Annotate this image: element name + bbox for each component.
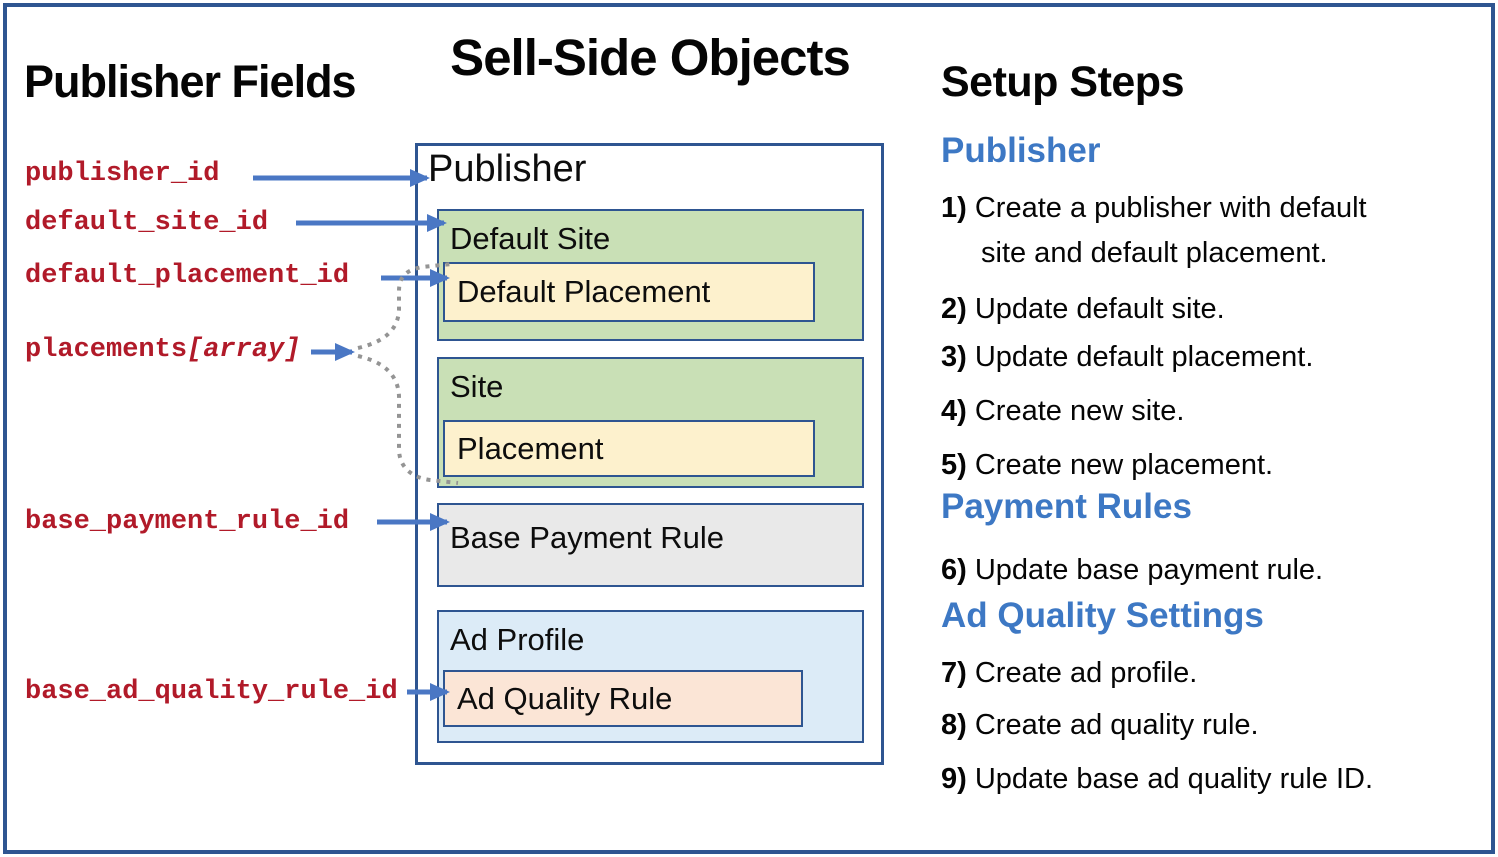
default-placement-label: Default Placement xyxy=(457,274,711,309)
step-text: Update base payment rule. xyxy=(974,554,1324,586)
placement-label: Placement xyxy=(457,430,604,466)
ad-profile-box: Ad Profile Ad Quality Rule xyxy=(437,610,864,743)
step-text: Create ad profile. xyxy=(974,657,1198,689)
setup-step-4: 4) Create new site. xyxy=(941,389,1419,434)
base-payment-rule-label: Base Payment Rule xyxy=(450,520,724,555)
step-text: Create a publisher with default site and… xyxy=(974,192,1367,269)
publisher-object-box: Publisher Default Site Default Placement… xyxy=(415,143,884,765)
field-base-ad-quality-rule-id: base_ad_quality_rule_id xyxy=(25,676,398,708)
step-number: 6) xyxy=(941,554,967,586)
step-text: Create ad quality rule. xyxy=(974,709,1259,741)
placement-box: Placement xyxy=(443,420,815,477)
section-heading-payment-rules: Payment Rules xyxy=(941,487,1192,526)
step-number: 3) xyxy=(941,341,967,373)
base-payment-rule-box: Base Payment Rule xyxy=(437,503,864,587)
field-default-site-id: default_site_id xyxy=(25,207,268,239)
default-site-label: Default Site xyxy=(450,221,611,256)
field-base-payment-rule-id: base_payment_rule_id xyxy=(25,506,349,538)
step-text: Update base ad quality rule ID. xyxy=(974,763,1374,795)
step-number: 8) xyxy=(941,709,967,741)
setup-step-1: 1) Create a publisher with default site … xyxy=(941,186,1419,276)
field-label: publisher_id xyxy=(25,159,220,189)
field-array-suffix: [array] xyxy=(187,335,301,365)
publisher-object-label: Publisher xyxy=(428,148,587,190)
sell-side-objects-title: Sell-Side Objects xyxy=(450,29,851,86)
section-heading-publisher: Publisher xyxy=(941,131,1101,170)
publisher-fields-title: Publisher Fields xyxy=(24,56,357,107)
step-text: Create new placement. xyxy=(974,449,1274,481)
site-label: Site xyxy=(450,369,504,404)
step-number: 7) xyxy=(941,657,967,689)
default-site-box: Default Site Default Placement xyxy=(437,209,864,341)
field-default-placement-id: default_placement_id xyxy=(25,260,349,292)
field-publisher-id: publisher_id xyxy=(25,158,219,190)
step-number: 5) xyxy=(941,449,967,481)
setup-step-5: 5) Create new placement. xyxy=(941,443,1419,488)
setup-step-2: 2) Update default site. xyxy=(941,287,1419,332)
step-number: 1) xyxy=(941,192,967,224)
step-number: 9) xyxy=(941,763,967,795)
ad-quality-rule-label: Ad Quality Rule xyxy=(457,680,673,716)
setup-step-6: 6) Update base payment rule. xyxy=(941,548,1419,593)
site-box: Site Placement xyxy=(437,357,864,488)
field-label: base_payment_rule_id xyxy=(25,507,350,537)
setup-step-9: 9) Update base ad quality rule ID. xyxy=(941,757,1419,802)
step-text: Update default site. xyxy=(974,293,1225,325)
default-placement-box: Default Placement xyxy=(443,262,815,322)
step-number: 2) xyxy=(941,293,967,325)
setup-step-7: 7) Create ad profile. xyxy=(941,651,1419,696)
field-label: default_placement_id xyxy=(25,261,350,291)
ad-quality-rule-box: Ad Quality Rule xyxy=(443,670,803,727)
step-text: Update default placement. xyxy=(974,341,1314,373)
step-text: Create new site. xyxy=(974,395,1185,427)
setup-step-3: 3) Update default placement. xyxy=(941,335,1419,380)
field-placements-array: placements[array] xyxy=(25,334,300,366)
field-label: default_site_id xyxy=(25,208,269,238)
field-label: base_ad_quality_rule_id xyxy=(25,677,398,707)
ad-profile-label: Ad Profile xyxy=(450,622,585,657)
field-label: placements xyxy=(25,335,188,365)
section-heading-ad-quality-settings: Ad Quality Settings xyxy=(941,596,1264,635)
step-number: 4) xyxy=(941,395,967,427)
setup-step-8: 8) Create ad quality rule. xyxy=(941,703,1419,748)
setup-steps-title: Setup Steps xyxy=(941,58,1185,106)
